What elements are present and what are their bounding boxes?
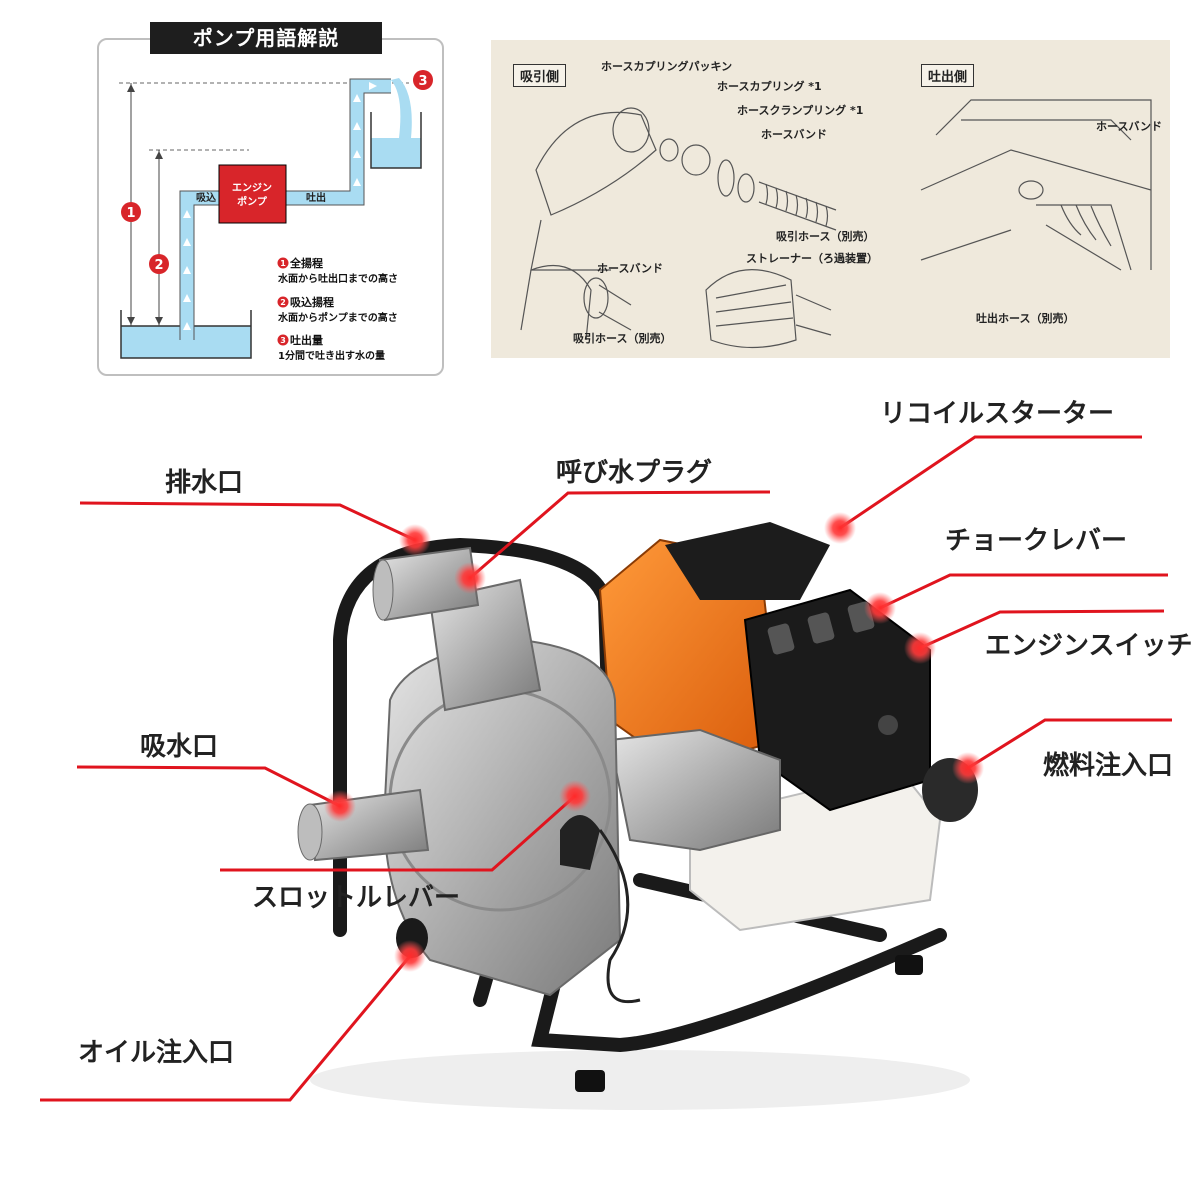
definition-2: 2 吸込揚程 水面からポンプまでの高さ xyxy=(277,295,398,324)
marker-1-text: 1 xyxy=(126,206,135,221)
definition-3: 3 吐出量 1分間で吐き出す水の量 xyxy=(277,333,385,362)
suction-hose-sketch xyxy=(758,181,837,231)
callout-fuel-inlet: 燃料注入口 xyxy=(1043,751,1174,781)
callout-lines xyxy=(40,435,1172,1102)
marker-2-text: 2 xyxy=(154,258,163,273)
floor-shadow xyxy=(310,1050,970,1110)
band-right-label: ホースバンド xyxy=(1096,120,1162,133)
priming-neck xyxy=(428,578,542,712)
pump-terms-title: ポンプ用語解説 xyxy=(150,22,382,54)
band-sketch xyxy=(737,173,755,203)
coupling-sketch xyxy=(681,144,711,176)
callout-engine-switch: エンジンスイッチ xyxy=(985,631,1193,661)
callout-intake: 吸水口 xyxy=(140,732,219,762)
throttle-lever-body xyxy=(560,815,600,870)
upper-water xyxy=(371,138,421,168)
upper-tank xyxy=(370,112,422,169)
strainer-sketch xyxy=(705,269,797,349)
throttle-cable xyxy=(598,829,641,1003)
discharge-label: 吐出 xyxy=(306,191,326,204)
foot-right xyxy=(895,955,923,975)
foot-left xyxy=(575,1070,605,1092)
suction-side-label: 吸引側 xyxy=(513,64,567,87)
pump-outlet-sketch xyxy=(612,107,650,153)
marker-3-text: 3 xyxy=(418,74,427,89)
intake-label: 吸込 xyxy=(196,191,216,204)
coupling-label: ホースカプリング *1 xyxy=(717,80,822,93)
pump-terms-panel: エンジン ポンプ 吸込 吐出 1 2 3 1 全揚程 水面から吐出口までの高さ … xyxy=(97,38,444,376)
filter-slot-1 xyxy=(767,623,795,655)
svg-text:水面からポンプまでの高さ: 水面からポンプまでの高さ xyxy=(277,311,398,324)
svg-text:3: 3 xyxy=(280,336,286,345)
water-stream xyxy=(391,78,412,138)
callout-dots xyxy=(324,512,984,972)
recoil-cover xyxy=(665,522,830,600)
total-head-arrow-bottom xyxy=(127,317,135,325)
coupling-packing-sketch xyxy=(659,138,679,162)
intake-pipe xyxy=(180,191,219,340)
coupling-packing-label: ホースカプリングパッキン xyxy=(601,60,733,73)
svg-text:1分間で吐き出す水の量: 1分間で吐き出す水の量 xyxy=(278,349,385,362)
callout-drain: 排水口 xyxy=(165,468,244,498)
discharge-nozzle xyxy=(372,559,394,621)
band-bottom-label: ホースバンド xyxy=(597,262,663,275)
discharge-port-sketch xyxy=(1018,180,1044,200)
callout-priming-plug: 呼び水プラグ xyxy=(556,458,713,488)
clamp-ring-sketch xyxy=(717,159,735,197)
svg-text:吐出量: 吐出量 xyxy=(290,333,323,347)
callout-recoil-starter: リコイルスターター xyxy=(880,399,1115,429)
filter-screw xyxy=(878,715,898,735)
callout-throttle-lever: スロットルレバー xyxy=(252,883,461,913)
crank-housing xyxy=(608,728,781,852)
marker-1 xyxy=(121,202,141,222)
engine-pump-box xyxy=(218,164,287,224)
marker-2 xyxy=(149,254,169,274)
engine-label-line2: ポンプ xyxy=(237,195,268,208)
suction-head-arrow-top xyxy=(155,151,163,159)
engine-label-line1: エンジン xyxy=(232,182,272,194)
total-head-arrow-top xyxy=(127,84,135,92)
svg-text:2: 2 xyxy=(280,298,286,307)
hose-line-drawing xyxy=(520,99,1152,349)
suction-head-arrow-bottom xyxy=(155,317,163,325)
definition-1: 1 全揚程 水面から吐出口までの高さ xyxy=(277,256,398,285)
svg-text:吸込揚程: 吸込揚程 xyxy=(290,295,334,309)
suction-hose-bottom-label: 吸引ホース（別売） xyxy=(573,332,672,345)
callout-oil-inlet: オイル注入口 xyxy=(78,1038,235,1068)
pump-terms-diagram: エンジン ポンプ 吸込 吐出 1 2 3 1 全揚程 水面から吐出口までの高さ … xyxy=(119,70,433,362)
band-top-label: ホースバンド xyxy=(761,128,827,141)
intake-nozzle xyxy=(297,803,323,861)
svg-text:全揚程: 全揚程 xyxy=(289,256,323,270)
strainer-label: ストレーナー（ろ過装置） xyxy=(746,252,878,265)
suction-hose-top-label: 吸引ホース（別売） xyxy=(776,230,875,243)
intake-pipe-edge xyxy=(179,190,219,340)
discharge-pipe-edge xyxy=(286,78,391,206)
filter-slot-2 xyxy=(807,612,835,644)
flow-arrows xyxy=(183,82,377,330)
discharge-side-label: 吐出側 xyxy=(921,64,975,87)
svg-text:水面から吐出口までの高さ: 水面から吐出口までの高さ xyxy=(277,272,398,285)
bottom-tank xyxy=(120,310,252,359)
clamp-ring-label: ホースクランプリング *1 xyxy=(737,104,864,117)
callout-choke-lever: チョークレバー xyxy=(945,526,1128,556)
marker-3 xyxy=(413,70,433,90)
hose-connection-panel: 吸引側 吐出側 ホースカプリングパッキン ホースカプリング *1 ホースクランプ… xyxy=(491,40,1170,358)
discharge-hose-label: 吐出ホース（別売） xyxy=(976,312,1075,325)
svg-text:1: 1 xyxy=(280,259,286,268)
pump-body-sketch-top xyxy=(535,111,657,216)
